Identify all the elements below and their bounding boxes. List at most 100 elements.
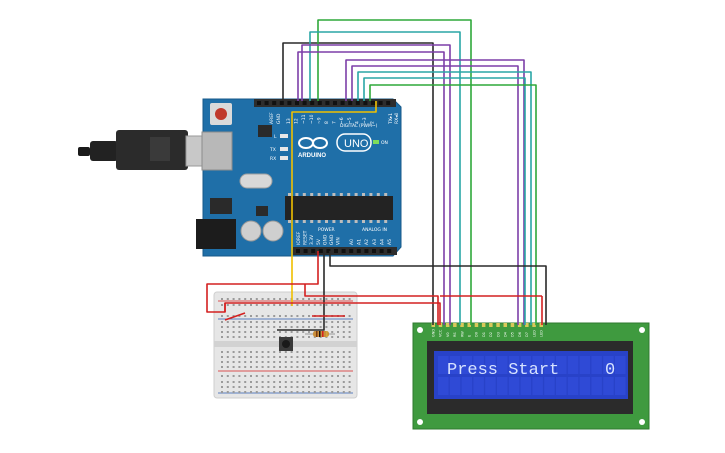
header-hole [372,249,376,253]
header-hole [363,101,368,105]
breadboard-hole [221,321,223,323]
breadboard-hole [244,375,247,377]
breadboard-hole [331,304,334,306]
lcd-cell [615,356,626,374]
lcd-pin [460,323,464,327]
breadboard-hole [267,391,270,393]
breadboard-hole [279,331,281,333]
breadboard-hole [226,381,229,383]
breadboard-hole [302,366,305,368]
lcd-pin [525,323,529,327]
breadboard-hole [238,298,241,300]
breadboard-hole [279,298,281,300]
breadboard-hole [279,361,281,363]
breadboard-hole [244,298,247,300]
breadboard-hole [238,375,241,377]
header-hole [333,101,337,105]
breadboard-hole [273,366,276,368]
pushbutton-cap [282,340,290,348]
breadboard-hole [348,304,351,306]
lcd-pin-label: RS [453,332,457,337]
digital-pin-label: 4 [354,121,360,124]
breadboard-hole [221,331,223,333]
breadboard-hole [232,351,235,353]
digital-pin-label: 13 [286,118,292,124]
chip-leg [317,220,321,223]
breadboard-hole [267,386,270,388]
chip-leg [295,193,299,196]
lcd-pin-label: LED [540,330,544,337]
lcd-pin-label: D3 [496,332,500,337]
breadboard-hole [244,331,247,333]
lcd-pin-label: E [468,335,472,337]
breadboard-hole [221,386,223,388]
lcd-pin [489,323,493,327]
header-hole [318,249,323,253]
analog-pin-label: A4 [379,239,385,245]
breadboard-hole [319,304,322,306]
lcd-cell [520,377,532,395]
breadboard-hole [348,366,351,368]
chip-leg [288,220,291,223]
lcd-cell [532,356,543,374]
breadboard-hole [342,336,345,338]
breadboard-hole [255,391,258,393]
breadboard-hole [308,361,310,363]
breadboard-hole [313,366,316,368]
breadboard-hole [313,326,316,328]
lcd-pin [467,323,471,327]
wire-button-yellow [291,101,377,306]
header-hole [378,101,383,105]
breadboard-hole [250,304,252,306]
breadboard-hole [319,375,322,377]
breadboard-hole [273,304,276,306]
breadboard-hole [325,375,328,377]
breadboard-hole [226,321,229,323]
breadboard-hole [250,381,252,383]
breadboard-hole [244,381,247,383]
breadboard-hole [296,366,299,368]
breadboard-hole [226,326,229,328]
breadboard-hole [255,315,258,317]
lcd-pin-label: D6 [518,332,522,337]
digital-pin-label: ~11 [301,114,307,124]
breadboard-hole [232,386,235,388]
breadboard-hole [313,336,316,338]
analog-pin-label: A0 [349,239,355,245]
lcd-cell [567,377,579,395]
lcd-cell [567,356,579,374]
breadboard-hole [296,298,299,300]
breadboard-hole [226,331,229,333]
breadboard-hole [267,326,270,328]
lcd-text-left: Press Start [447,361,559,380]
breadboard-hole [267,361,270,363]
breadboard-hole [284,351,287,353]
breadboard-hole [279,366,281,368]
breadboard-hole [255,331,258,333]
breadboard-hole [308,351,310,353]
breadboard-hole [313,381,316,383]
chip-leg [339,220,343,223]
breadboard-hole [244,326,247,328]
wire-d6b-teal [363,77,526,325]
lcd-cell [544,377,555,395]
breadboard-hole [290,315,293,317]
breadboard-hole [255,386,258,388]
chip-leg [339,193,343,196]
breadboard-hole [250,321,252,323]
breadboard-hole [325,361,328,363]
chip-leg [362,220,365,223]
breadboard-hole [279,391,281,393]
breadboard-hole [255,298,258,300]
power-pin-label: IOREF [296,231,302,245]
header-hole [334,249,338,253]
breadboard-hole [342,375,345,377]
chip-leg [325,193,328,196]
uno-badge [336,133,372,152]
breadboard-hole [348,351,351,353]
breadboard-hole [348,315,351,317]
breadboard-hole [331,321,334,323]
breadboard-hole [238,331,241,333]
breadboard-hole [296,315,299,317]
